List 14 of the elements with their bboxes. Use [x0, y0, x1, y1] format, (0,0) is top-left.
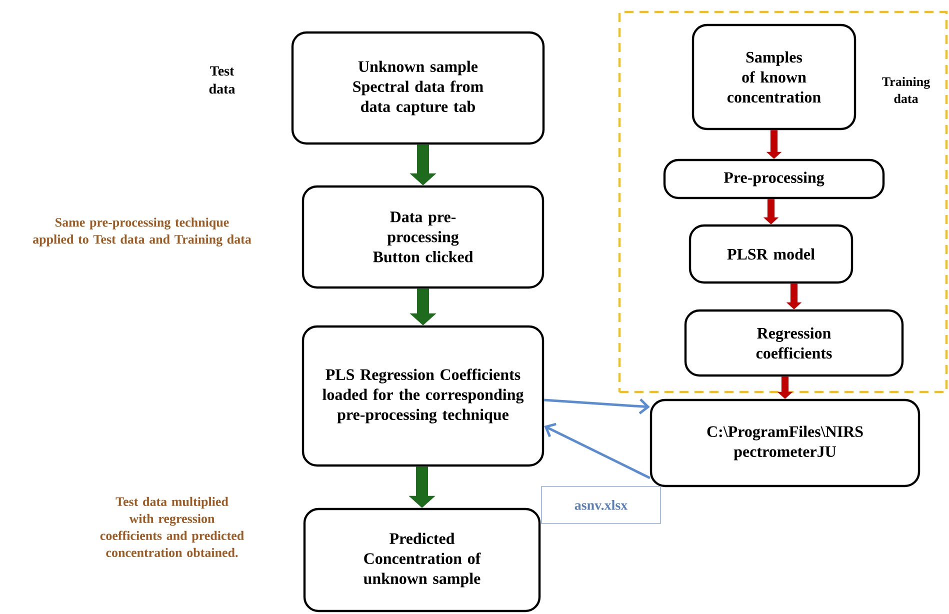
process-box: PLS Regression Coefficients loaded for the corresponding pre-processing technique — [302, 325, 544, 467]
process-box: Unknown sample Spectral data from data capture tab — [291, 31, 545, 145]
process-box: Samples of known concentration — [692, 24, 856, 130]
file-name-box: asnv.xlsx — [541, 486, 661, 524]
arrow — [544, 398, 650, 414]
note-text: Test data multiplied with regression coefficients and predicted concentration obtained. — [100, 496, 244, 558]
process-box: C:\ProgramFiles\NIRS pectrometerJU — [650, 398, 920, 488]
process-box: Predicted Concentration of unknown sample — [303, 508, 541, 612]
process-box: Data pre-processing Button clicked — [302, 185, 544, 289]
process-box: PLSR model — [688, 224, 854, 284]
process-box: Pre-processing — [663, 158, 885, 200]
note-text: Same pre-processing technique applied to Test data and Training data — [32, 218, 252, 246]
note-text: Test data — [209, 66, 236, 94]
process-box: Regression coefficients — [684, 309, 904, 377]
